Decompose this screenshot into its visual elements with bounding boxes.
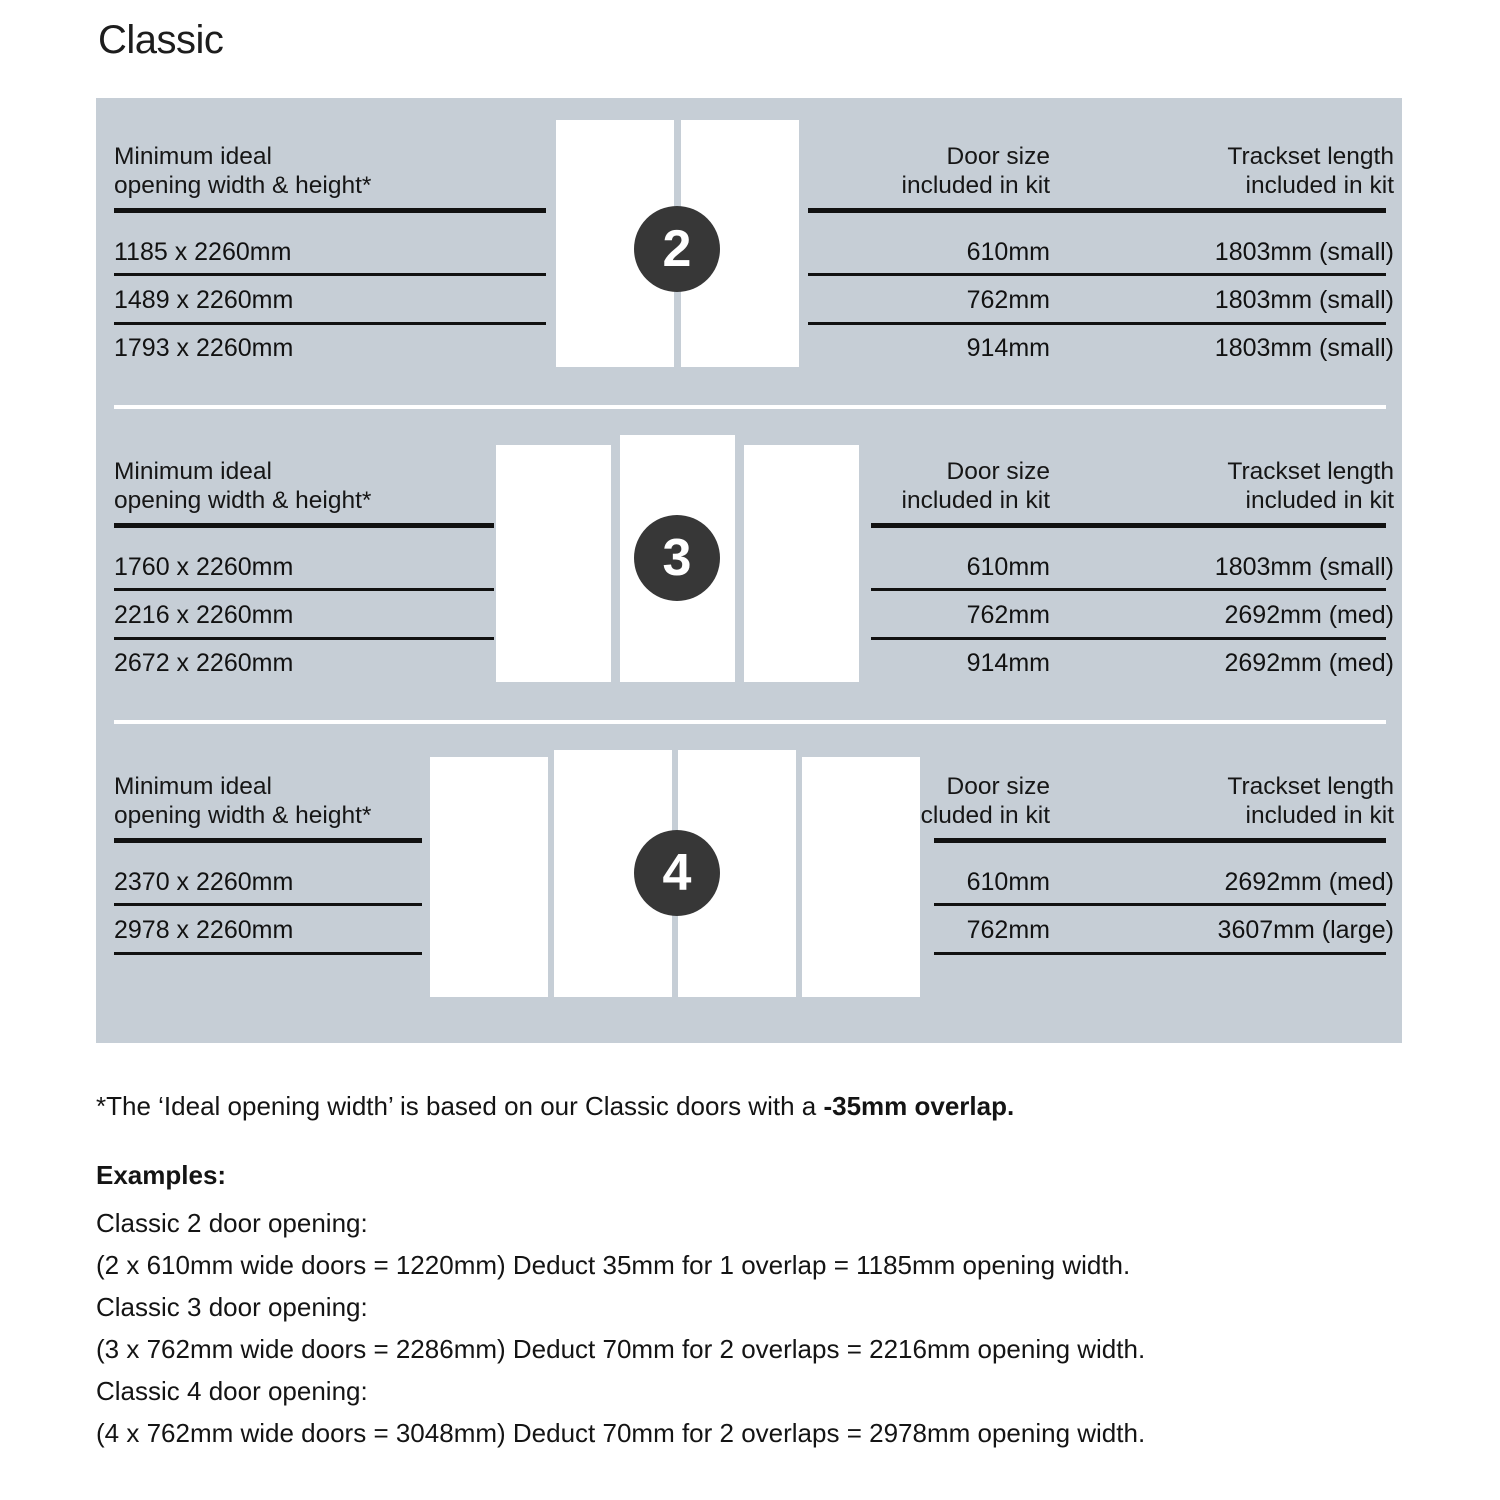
cell-door-size: 610mm bbox=[966, 238, 1050, 266]
example-title-3: Classic 4 door opening: bbox=[96, 1376, 368, 1406]
example-title-2: Classic 3 door opening: bbox=[96, 1292, 368, 1322]
cell-opening: 2978 x 2260mm bbox=[114, 916, 294, 944]
example-detail-3: (4 x 762mm wide doors = 3048mm) Deduct 7… bbox=[96, 1418, 1146, 1448]
door-count-badge-4: 4 bbox=[634, 830, 720, 916]
door-count-badge-2: 2 bbox=[634, 206, 720, 292]
cell-door-size: 914mm bbox=[966, 334, 1050, 362]
cell-trackset: 3607mm (large) bbox=[1217, 916, 1394, 944]
cell-opening: 1760 x 2260mm bbox=[114, 553, 294, 581]
section-divider-1 bbox=[114, 405, 1386, 409]
cell-door-size: 762mm bbox=[966, 601, 1050, 629]
rule-right-header bbox=[934, 838, 1386, 843]
cell-door-size: 762mm bbox=[966, 286, 1050, 314]
classic-door-kit-panel: Minimum ideal opening width & height* Do… bbox=[96, 98, 1402, 1043]
rule-right-header bbox=[808, 208, 1386, 213]
rule-right-row-2 bbox=[808, 322, 1386, 325]
cell-trackset: 1803mm (small) bbox=[1214, 286, 1394, 314]
cell-trackset: 2692mm (med) bbox=[1224, 649, 1395, 677]
cell-door-size: 762mm bbox=[966, 916, 1050, 944]
footnote-text: *The ‘Ideal opening width’ is based on o… bbox=[96, 1091, 824, 1121]
section-3-door: Minimum ideal opening width & height* Do… bbox=[96, 413, 1402, 718]
cell-trackset: 2692mm (med) bbox=[1224, 868, 1395, 896]
rule-left-row-2 bbox=[114, 322, 546, 325]
example-detail-1: (2 x 610mm wide doors = 1220mm) Deduct 3… bbox=[96, 1250, 1131, 1280]
example-title-1: Classic 2 door opening: bbox=[96, 1208, 368, 1238]
cell-opening: 1489 x 2260mm bbox=[114, 286, 294, 314]
cell-door-size: 914mm bbox=[966, 649, 1050, 677]
column-header-trackset: Trackset length included in kit bbox=[1227, 458, 1394, 514]
door-panel bbox=[496, 445, 611, 682]
section-2-door: Minimum ideal opening width & height* Do… bbox=[96, 98, 1402, 403]
cell-door-size: 610mm bbox=[966, 868, 1050, 896]
cell-door-size: 610mm bbox=[966, 553, 1050, 581]
cell-opening: 1185 x 2260mm bbox=[114, 238, 292, 266]
column-header-opening: Minimum ideal opening width & height* bbox=[114, 773, 372, 829]
rule-right-row-1 bbox=[934, 903, 1386, 906]
cell-opening: 2672 x 2260mm bbox=[114, 649, 294, 677]
rule-left-row-2 bbox=[114, 637, 494, 640]
door-panel bbox=[430, 757, 548, 997]
cell-opening: 1793 x 2260mm bbox=[114, 334, 294, 362]
rule-right-row-1 bbox=[871, 588, 1386, 591]
column-header-trackset: Trackset length included in kit bbox=[1227, 773, 1394, 829]
column-header-door-size: Door size included in kit bbox=[901, 143, 1050, 199]
door-count-badge-3: 3 bbox=[634, 515, 720, 601]
example-detail-2: (3 x 762mm wide doors = 2286mm) Deduct 7… bbox=[96, 1334, 1146, 1364]
cell-trackset: 1803mm (small) bbox=[1214, 238, 1394, 266]
cell-trackset: 2692mm (med) bbox=[1224, 601, 1395, 629]
rule-left-row-2 bbox=[114, 952, 422, 955]
column-header-trackset: Trackset length included in kit bbox=[1227, 143, 1394, 199]
section-divider-2 bbox=[114, 720, 1386, 724]
footnote: *The ‘Ideal opening width’ is based on o… bbox=[96, 1091, 1014, 1121]
column-header-door-size: Door size included in kit bbox=[901, 458, 1050, 514]
footnote-emphasis: -35mm overlap. bbox=[823, 1091, 1015, 1121]
door-panel bbox=[802, 757, 920, 997]
rule-left-row-1 bbox=[114, 588, 494, 591]
column-header-opening: Minimum ideal opening width & height* bbox=[114, 458, 372, 514]
column-header-opening: Minimum ideal opening width & height* bbox=[114, 143, 372, 199]
rule-left-row-1 bbox=[114, 903, 422, 906]
cell-trackset: 1803mm (small) bbox=[1214, 334, 1394, 362]
rule-left-header bbox=[114, 838, 422, 843]
door-diagram-4 bbox=[430, 750, 920, 997]
examples-heading: Examples: bbox=[96, 1160, 227, 1190]
rule-right-header bbox=[871, 523, 1386, 528]
rule-right-row-2 bbox=[934, 952, 1386, 955]
cell-opening: 2370 x 2260mm bbox=[114, 868, 294, 896]
page-title: Classic bbox=[98, 18, 224, 62]
rule-left-row-1 bbox=[114, 273, 546, 276]
cell-trackset: 1803mm (small) bbox=[1214, 553, 1394, 581]
rule-right-row-1 bbox=[808, 273, 1386, 276]
door-panel bbox=[744, 445, 859, 682]
rule-left-header bbox=[114, 208, 546, 213]
rule-left-header bbox=[114, 523, 494, 528]
cell-opening: 2216 x 2260mm bbox=[114, 601, 294, 629]
rule-right-row-2 bbox=[871, 637, 1386, 640]
section-4-door: Minimum ideal opening width & height* Do… bbox=[96, 728, 1402, 1043]
